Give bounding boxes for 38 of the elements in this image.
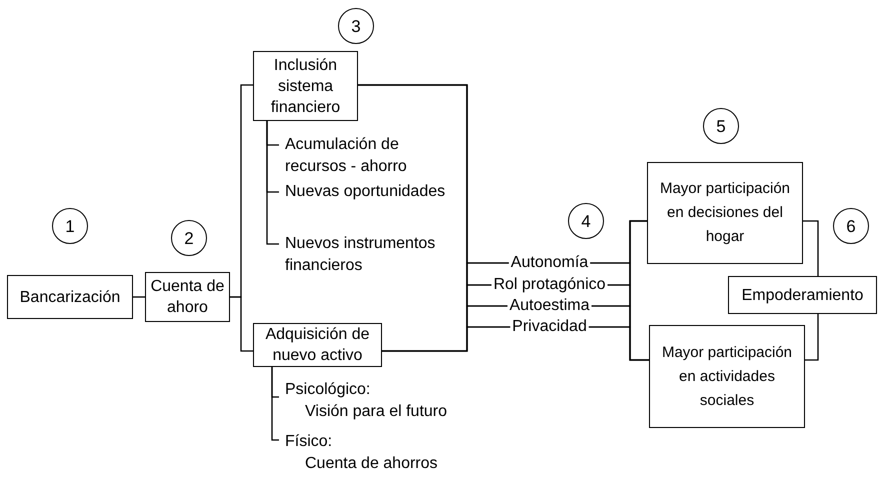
step-number: 4: [581, 212, 591, 230]
list-item-text: Cuenta de ahorros: [304, 454, 438, 474]
step-number: 2: [184, 230, 194, 246]
attribute-text: Autoestima: [509, 297, 590, 315]
list-item-text: Nuevos instrumentos financieros: [285, 234, 436, 276]
list-item-text: Acumulación de recursos - ahorro: [285, 135, 408, 177]
concept-box: [728, 276, 877, 314]
concept-label: Mayor participación en actividades sociales: [660, 342, 794, 410]
concept-label: Cuenta de ahoro: [150, 277, 225, 318]
concept-label: Mayor participación en decisiones del hogar: [658, 179, 792, 247]
list-item-text: Nuevas oportunidades: [285, 182, 446, 202]
concept-label: Empoderamiento: [742, 286, 864, 306]
concept-label: Inclusión sistema financiero: [270, 56, 342, 118]
connector-line: [266, 121, 279, 245]
step-number: 1: [65, 218, 75, 234]
concept-box: [649, 325, 805, 428]
list-item-text: Físico:: [285, 432, 332, 452]
list-item-text: Visión para el futuro: [304, 402, 448, 422]
connector-line: [382, 326, 510, 352]
concept-box: [647, 162, 803, 264]
concept-box: [253, 51, 358, 121]
connector-line: [133, 296, 145, 298]
connector-line: [588, 326, 649, 361]
list-item-text: Psicológico:: [285, 380, 370, 400]
connector-line: [805, 314, 819, 361]
concept-box: [253, 323, 382, 367]
concept-label: Bancarización: [20, 288, 120, 308]
connector-line: [803, 220, 819, 276]
step-number: 5: [716, 118, 726, 134]
attribute-text: Rol protagónico: [493, 276, 606, 294]
step-number: 3: [351, 18, 361, 34]
attribute-text: Privacidad: [512, 318, 587, 336]
concept-label: Adquisición de nuevo activo: [264, 325, 371, 366]
connector-line: [230, 296, 253, 352]
concept-box: [7, 275, 133, 319]
connector-line: [271, 367, 279, 441]
attribute-text: Autonomía: [510, 254, 588, 272]
step-number: 6: [846, 218, 856, 234]
